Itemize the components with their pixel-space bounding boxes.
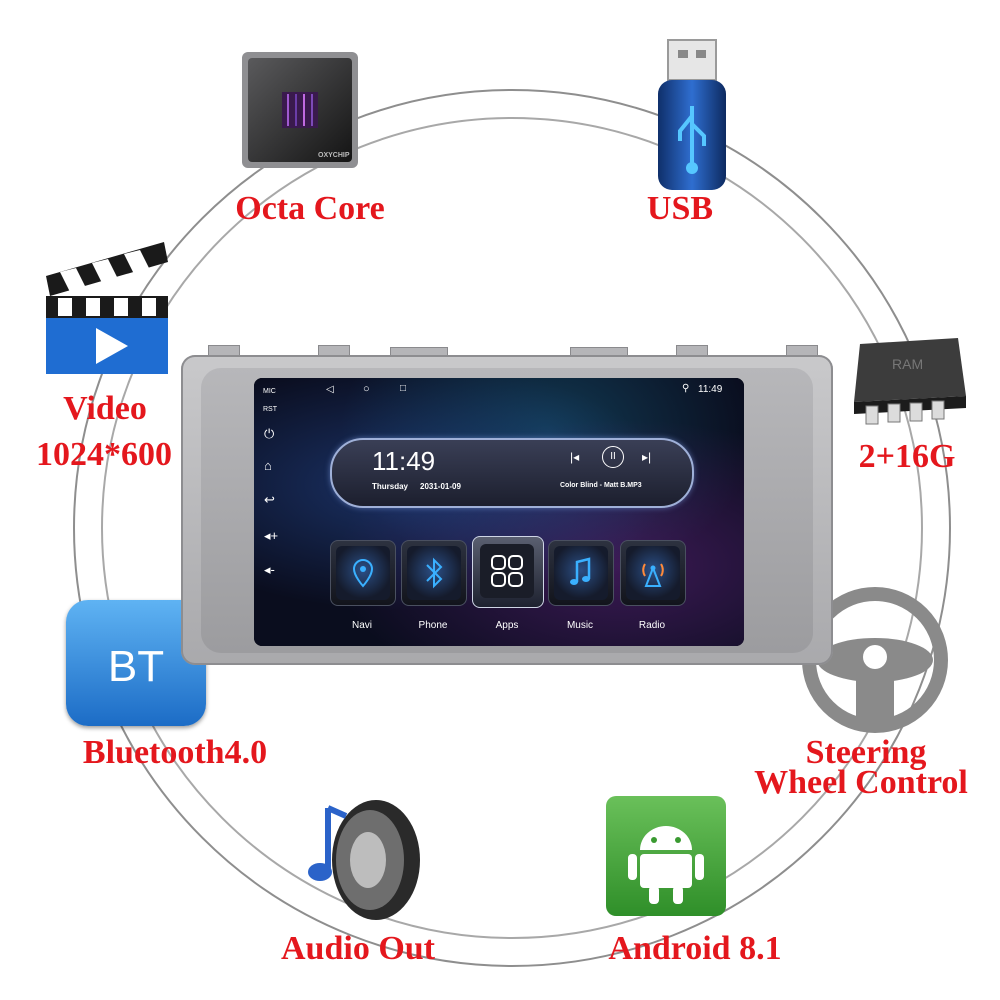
mount-tab (208, 345, 240, 356)
home-nav-icon[interactable]: ○ (363, 383, 370, 395)
speaker-icon (298, 796, 428, 924)
mic-label: MIC (263, 388, 276, 395)
cpu-chip-icon: OXYCHIP (238, 48, 362, 172)
touch-screen[interactable]: MIC ◁ ○ □ ⚲ 11:49 RST ⏻ ⌂ ↩ ◂+ ◂- 11:49 … (254, 378, 744, 646)
widget-date: 2031-01-09 (420, 482, 461, 491)
side-control-bar: RST ⏻ ⌂ ↩ ◂+ ◂- (254, 400, 286, 646)
usb-drive-icon (640, 36, 750, 196)
location-status-icon: ⚲ (682, 383, 690, 394)
chip-brand-text: OXYCHIP (318, 152, 350, 159)
status-time: 11:49 (698, 384, 723, 395)
app-radio[interactable] (620, 540, 686, 606)
video-clapper-icon (40, 236, 175, 376)
feature-audio-out: Audio Out (281, 930, 435, 967)
android-icon (606, 796, 726, 916)
mount-tab (390, 347, 448, 358)
recents-nav-icon[interactable]: □ (400, 383, 407, 394)
next-track-icon[interactable]: ▸| (642, 450, 652, 464)
clock-music-widget[interactable]: 11:49 Thursday 2031-01-09 Color Blind - … (330, 438, 694, 508)
feature-steering-line2: Wheel Control (754, 764, 968, 801)
ram-chip-text: RAM (892, 356, 924, 372)
back-nav-icon[interactable]: ◁ (326, 384, 334, 395)
back-icon[interactable]: ↩ (264, 492, 275, 507)
music-note-icon (570, 557, 591, 585)
app-apps[interactable] (472, 536, 544, 608)
app-music[interactable] (548, 540, 614, 606)
widget-track: Color Blind - Matt B.MP3 (560, 482, 642, 489)
mount-tab (676, 345, 708, 356)
feature-ram: 2+16G (858, 438, 956, 475)
bluetooth-icon (426, 557, 443, 589)
widget-time: 11:49 (372, 446, 436, 476)
rst-label: RST (263, 406, 277, 413)
widget-day: Thursday (372, 482, 409, 491)
previous-track-icon[interactable]: |◂ (570, 450, 580, 464)
feature-usb: USB (646, 190, 714, 227)
ram-chip-icon: RAM (840, 330, 970, 430)
bt-badge-text: BT (107, 642, 165, 691)
app-label-apps: Apps (495, 620, 519, 631)
app-label-navi: Navi (351, 620, 372, 631)
mount-tab (570, 347, 628, 358)
app-phone[interactable] (401, 540, 467, 606)
location-pin-icon (352, 558, 374, 588)
feature-video-line2: 1024*600 (36, 436, 172, 473)
radio-tower-icon (642, 563, 664, 587)
mount-tab (318, 345, 350, 356)
app-label-music: Music (566, 620, 594, 631)
mount-tab (786, 345, 818, 356)
feature-video-line1: Video (63, 390, 147, 427)
power-icon[interactable]: ⏻ (264, 426, 275, 441)
feature-steering-line1: Steering (805, 734, 927, 771)
pause-icon[interactable]: II (602, 446, 624, 468)
home-icon[interactable]: ⌂ (264, 458, 272, 473)
app-label-radio: Radio (638, 620, 666, 631)
volume-down-icon[interactable]: ◂- (264, 562, 275, 577)
apps-grid-icon (491, 555, 523, 587)
volume-up-icon[interactable]: ◂+ (264, 528, 279, 543)
feature-bluetooth: Bluetooth4.0 (82, 734, 268, 771)
status-bar: MIC ◁ ○ □ ⚲ 11:49 (254, 378, 744, 400)
feature-android: Android 8.1 (608, 930, 782, 967)
feature-octa-core: Octa Core (235, 190, 385, 227)
app-label-phone: Phone (418, 620, 448, 631)
app-navi[interactable] (330, 540, 396, 606)
